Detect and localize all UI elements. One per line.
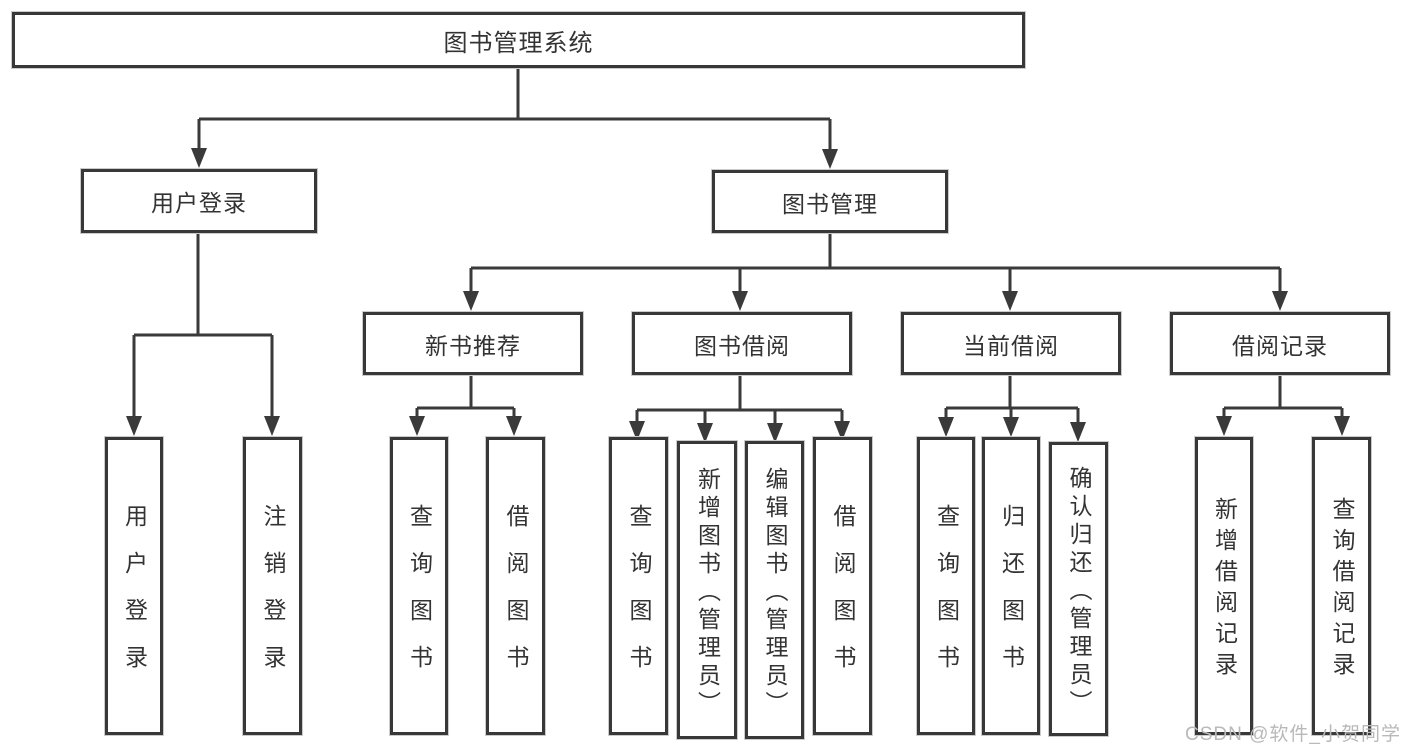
node-user-login: 用户登录 xyxy=(81,169,317,233)
node-label: 图书借阅 xyxy=(694,332,790,359)
node-label: 确认归还（管理员） xyxy=(1066,465,1092,718)
leaf-add-borrow-record: 新增借阅记录 xyxy=(1195,437,1253,735)
node-label: 新增借阅记录 xyxy=(1211,497,1238,683)
leaf-query-borrow-record: 查询借阅记录 xyxy=(1312,437,1371,735)
node-label: 查询借阅记录 xyxy=(1329,497,1355,683)
node-label: 用户登录 xyxy=(121,504,148,692)
node-label: 查询图书 xyxy=(626,504,652,692)
node-new-book-recommendation: 新书推荐 xyxy=(363,312,583,375)
leaf-query-books-recommend: 查询图书 xyxy=(390,437,448,735)
leaf-add-books-admin: 新增图书（管理员） xyxy=(677,441,737,739)
node-label: 借阅图书 xyxy=(503,504,529,692)
node-label: 图书管理 xyxy=(782,190,878,217)
node-label: 查询图书 xyxy=(406,504,433,692)
node-label: 当前借阅 xyxy=(963,332,1059,359)
node-book-management: 图书管理 xyxy=(712,170,948,233)
node-label: 新增图书（管理员） xyxy=(694,466,721,719)
node-label: 图书管理系统 xyxy=(443,29,594,57)
leaf-user-login: 用户登录 xyxy=(105,437,163,735)
leaf-query-books-current: 查询图书 xyxy=(917,437,975,735)
node-label: 借阅图书 xyxy=(830,504,856,692)
leaf-logout: 注销登录 xyxy=(243,437,302,735)
node-current-borrowing: 当前借阅 xyxy=(901,312,1121,375)
node-library-management-system: 图书管理系统 xyxy=(12,12,1025,68)
csdn-watermark: CSDN @软件_小贺同学 xyxy=(1185,724,1401,745)
node-label: 注销登录 xyxy=(260,504,286,692)
leaf-return-books: 归还图书 xyxy=(982,437,1040,735)
leaf-edit-books-admin: 编辑图书（管理员） xyxy=(745,441,804,739)
leaf-query-books-borrowing: 查询图书 xyxy=(609,437,668,735)
tree-edges xyxy=(132,68,1344,426)
node-borrowing-records: 借阅记录 xyxy=(1170,312,1390,375)
leaf-confirm-return-admin: 确认归还（管理员） xyxy=(1049,442,1108,736)
node-label: 新书推荐 xyxy=(425,332,521,359)
node-label: 归还图书 xyxy=(998,504,1025,692)
leaf-borrow-books-recommend: 借阅图书 xyxy=(486,437,545,735)
node-label: 查询图书 xyxy=(933,504,960,692)
node-label: 编辑图书（管理员） xyxy=(762,466,788,719)
leaf-borrow-books: 借阅图书 xyxy=(813,437,872,735)
node-label: 用户登录 xyxy=(151,190,247,216)
node-book-borrowing: 图书借阅 xyxy=(632,312,852,375)
arrowheads xyxy=(126,148,1350,443)
node-label: 借阅记录 xyxy=(1232,332,1328,359)
